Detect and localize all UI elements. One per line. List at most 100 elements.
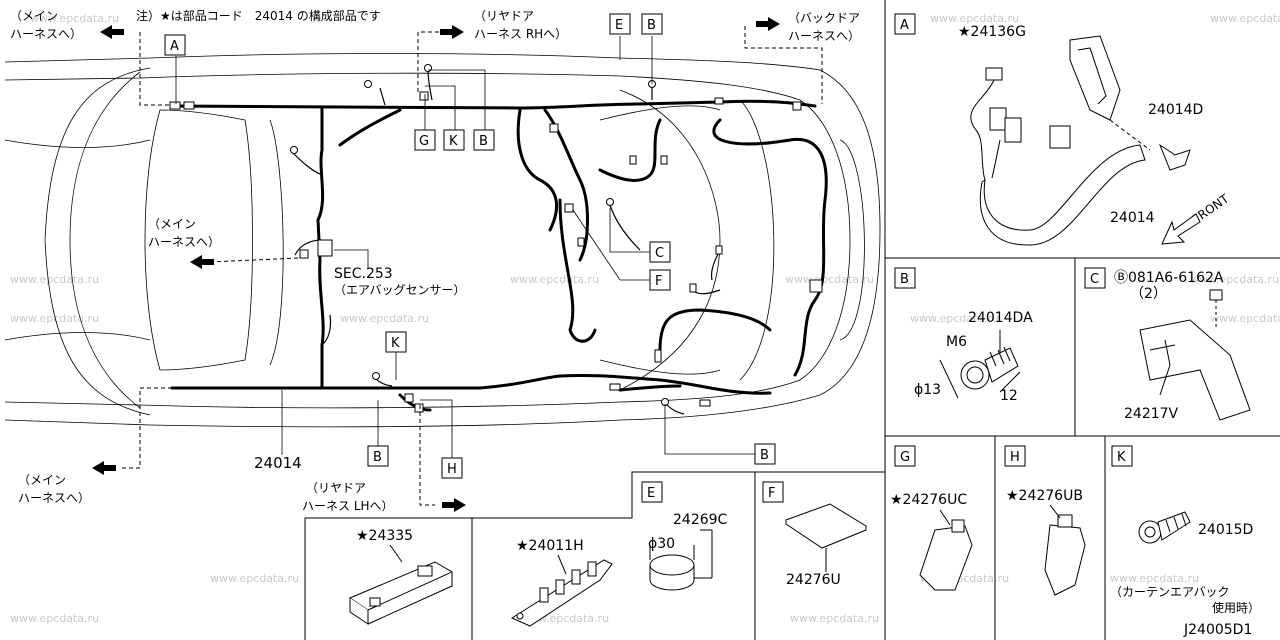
sheet-drawing bbox=[784, 503, 868, 572]
watermark: www.epcdata.ru bbox=[930, 12, 1019, 25]
label-rear-rh-2: ハーネス RHへ） bbox=[474, 27, 567, 41]
label-rear-lh-2: ハーネス LHへ） bbox=[302, 499, 394, 513]
callout-k: K bbox=[449, 134, 458, 149]
watermark: www.epcdata.ru bbox=[340, 312, 429, 325]
watermark: www.epcdata.ru bbox=[10, 273, 99, 286]
panel-k: K 24015D （カーテンエアバック 使用時） bbox=[1110, 445, 1260, 615]
label-rear-lh-1: （リヤドア bbox=[306, 481, 366, 495]
panel-f: F 24276U bbox=[762, 481, 868, 588]
label-backdoor-1: （バックドア bbox=[788, 11, 860, 25]
connector-drawing bbox=[348, 544, 454, 625]
panel-h: H ★24276UB bbox=[1004, 445, 1086, 596]
watermark: www.epcdata.ru bbox=[210, 572, 299, 585]
pad-drawing bbox=[649, 529, 713, 591]
arrow-left-icon bbox=[100, 25, 124, 39]
watermark: www.epcdata.ru bbox=[1190, 273, 1279, 286]
panel-g-letter: G bbox=[900, 450, 910, 465]
panel-b-len: 12 bbox=[1000, 388, 1018, 404]
part-24335: ★24335 bbox=[356, 528, 413, 544]
label-main-mid-2: ハーネスへ） bbox=[148, 235, 220, 249]
ground-points bbox=[290, 64, 669, 406]
panel-a-star-part: ★24136G bbox=[958, 24, 1026, 40]
arrow-icons bbox=[92, 17, 780, 512]
part-24011h: ★24011H bbox=[516, 538, 584, 554]
main-part-number: 24014 bbox=[254, 454, 302, 472]
panel-b-thread: M6 bbox=[946, 334, 967, 350]
arrow-left-icon bbox=[92, 461, 116, 475]
callout-c: C bbox=[655, 246, 664, 261]
panel-a-part-main: 24014 bbox=[1110, 210, 1155, 226]
strip-drawing bbox=[510, 554, 613, 627]
main-diagram-labels: （メイン ハーネスへ） 注）★は部品コード 24014 の構成部品です （リヤド… bbox=[10, 8, 860, 513]
panel-g: G ★24276UC bbox=[890, 445, 973, 591]
panel-f-letter: F bbox=[768, 486, 775, 501]
panel-h-letter: H bbox=[1010, 450, 1020, 465]
screw-drawing bbox=[1138, 511, 1191, 544]
arrow-right-icon bbox=[756, 17, 780, 31]
label-main-top-1: （メイン bbox=[10, 9, 58, 23]
leader-solid bbox=[175, 36, 755, 458]
panel-e-dia: ϕ30 bbox=[648, 536, 675, 552]
callout-a: A bbox=[170, 39, 179, 54]
label-backdoor-2: ハーネスへ） bbox=[788, 29, 860, 43]
leader-lines bbox=[122, 26, 823, 506]
car-body-outline bbox=[4, 53, 881, 428]
sec-label: SEC.253 bbox=[334, 266, 393, 282]
panel-f-part: 24276U bbox=[786, 572, 841, 588]
panel-k-note-2: 使用時） bbox=[1212, 600, 1260, 615]
callout-e: E bbox=[615, 18, 623, 33]
callout-b: B bbox=[647, 18, 656, 33]
callout-h: H bbox=[447, 462, 457, 477]
arrow-right-icon bbox=[440, 25, 464, 39]
watermark: www.epcdata.ru bbox=[910, 312, 999, 325]
panel-a-letter: A bbox=[900, 18, 909, 33]
panel-e: E 24269C ϕ30 bbox=[641, 481, 728, 591]
panel-h-part: ★24276UB bbox=[1006, 488, 1083, 504]
callout-b: B bbox=[373, 450, 382, 465]
panel-b-dia: ϕ13 bbox=[914, 382, 941, 398]
label-main-bot-2: ハーネスへ） bbox=[18, 491, 90, 505]
panel-b-letter: B bbox=[900, 272, 909, 287]
panel-b-part: 24014DA bbox=[968, 310, 1033, 326]
label-main-bot-1: （メイン bbox=[18, 473, 66, 487]
callout-b: B bbox=[479, 134, 488, 149]
arrow-right-icon bbox=[442, 498, 466, 512]
panel-24011h: ★24011H bbox=[510, 538, 613, 627]
callout-g: G bbox=[419, 134, 429, 149]
panel-c-letter: C bbox=[1090, 272, 1099, 287]
panel-a-part-d: 24014D bbox=[1148, 102, 1203, 118]
panel-c-bolt: Ⓑ081A6-6162A bbox=[1114, 270, 1224, 286]
arrow-left-icon bbox=[190, 255, 214, 269]
watermark: www.epcdata.ru bbox=[10, 312, 99, 325]
panel-k-letter: K bbox=[1117, 450, 1126, 465]
watermark: www.epcdata.ru bbox=[10, 612, 99, 625]
harness-connector-drawing bbox=[970, 35, 1191, 246]
panel-c-qty: （2） bbox=[1130, 286, 1167, 302]
watermark: www.epcdata.ru bbox=[790, 612, 879, 625]
watermark: www.epcdata.ru bbox=[785, 273, 874, 286]
panel-e-letter: E bbox=[647, 486, 655, 501]
sec-label-desc: （エアバッグセンサー） bbox=[334, 283, 466, 297]
callout-b: B bbox=[760, 448, 769, 463]
panel-b: B 24014DA M6 ϕ13 12 bbox=[894, 267, 1033, 404]
watermark: www.epcdata.ru bbox=[1210, 12, 1280, 25]
callout-f: F bbox=[655, 274, 662, 289]
panel-k-part: 24015D bbox=[1198, 522, 1253, 538]
label-main-top-2: ハーネスへ） bbox=[10, 27, 82, 41]
callout-k: K bbox=[391, 336, 400, 351]
watermark: www.epcdata.ru bbox=[30, 12, 119, 25]
connectors bbox=[169, 91, 823, 413]
watermark: www.epcdata.ru bbox=[1110, 572, 1199, 585]
front-arrow-icon bbox=[1161, 213, 1201, 245]
watermark: www.epcdata.ru bbox=[510, 273, 599, 286]
panel-c: C Ⓑ081A6-6162A （2） 24217V bbox=[1084, 267, 1251, 422]
bolt-drawing bbox=[939, 330, 1021, 399]
top-note: 注）★は部品コード 24014 の構成部品です bbox=[136, 8, 381, 23]
bracket-drawing bbox=[1139, 289, 1251, 421]
panel-k-note-1: （カーテンエアバック bbox=[1110, 585, 1230, 599]
watermark: www.epcdata.ru bbox=[1210, 312, 1280, 325]
label-main-mid-1: （メイン bbox=[148, 217, 196, 231]
panel-g-part: ★24276UC bbox=[890, 492, 967, 508]
panel-c-bracket: 24217V bbox=[1124, 406, 1179, 422]
